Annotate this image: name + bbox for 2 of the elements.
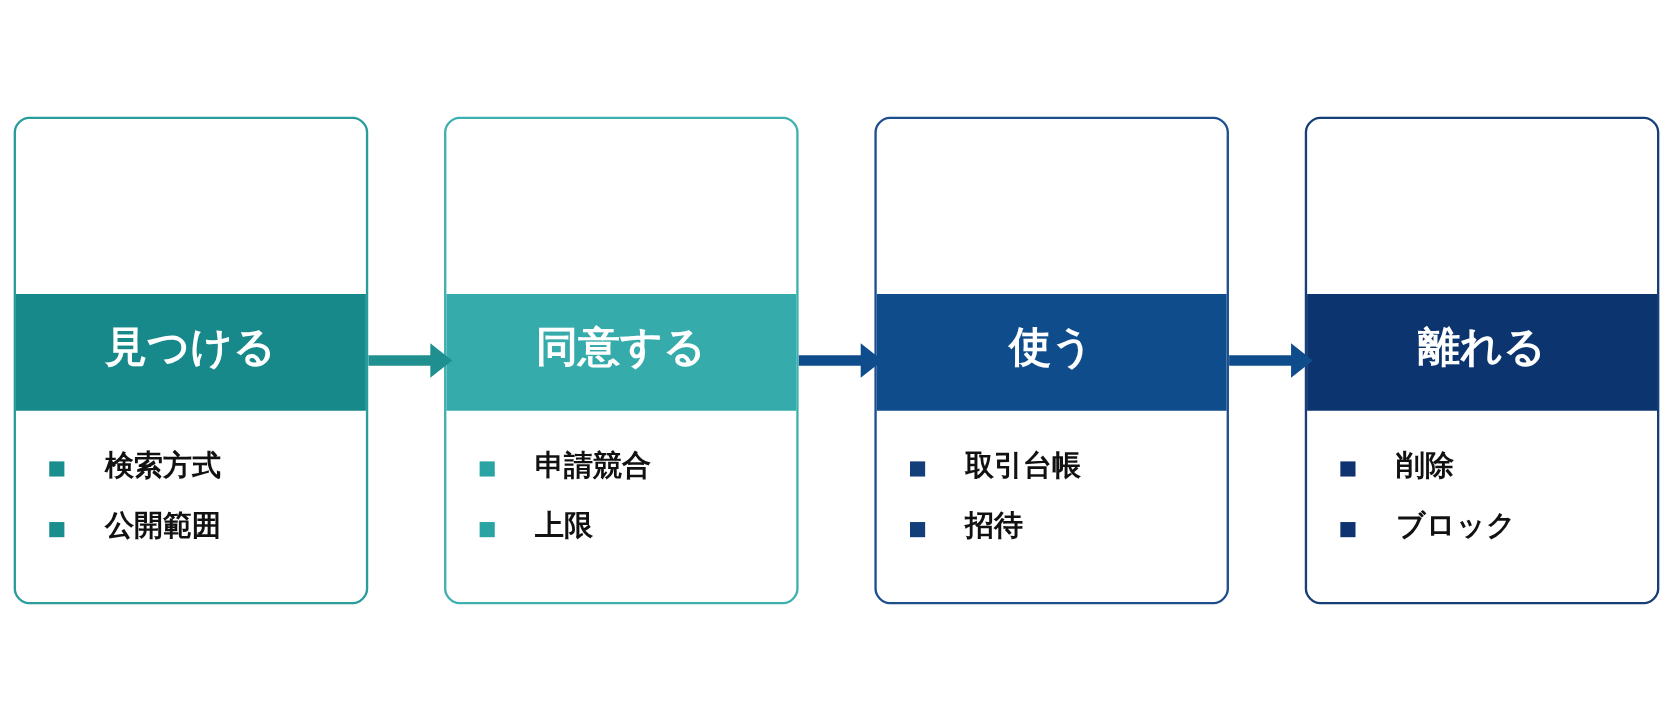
arrow (1228, 342, 1313, 378)
arrow (367, 342, 452, 378)
